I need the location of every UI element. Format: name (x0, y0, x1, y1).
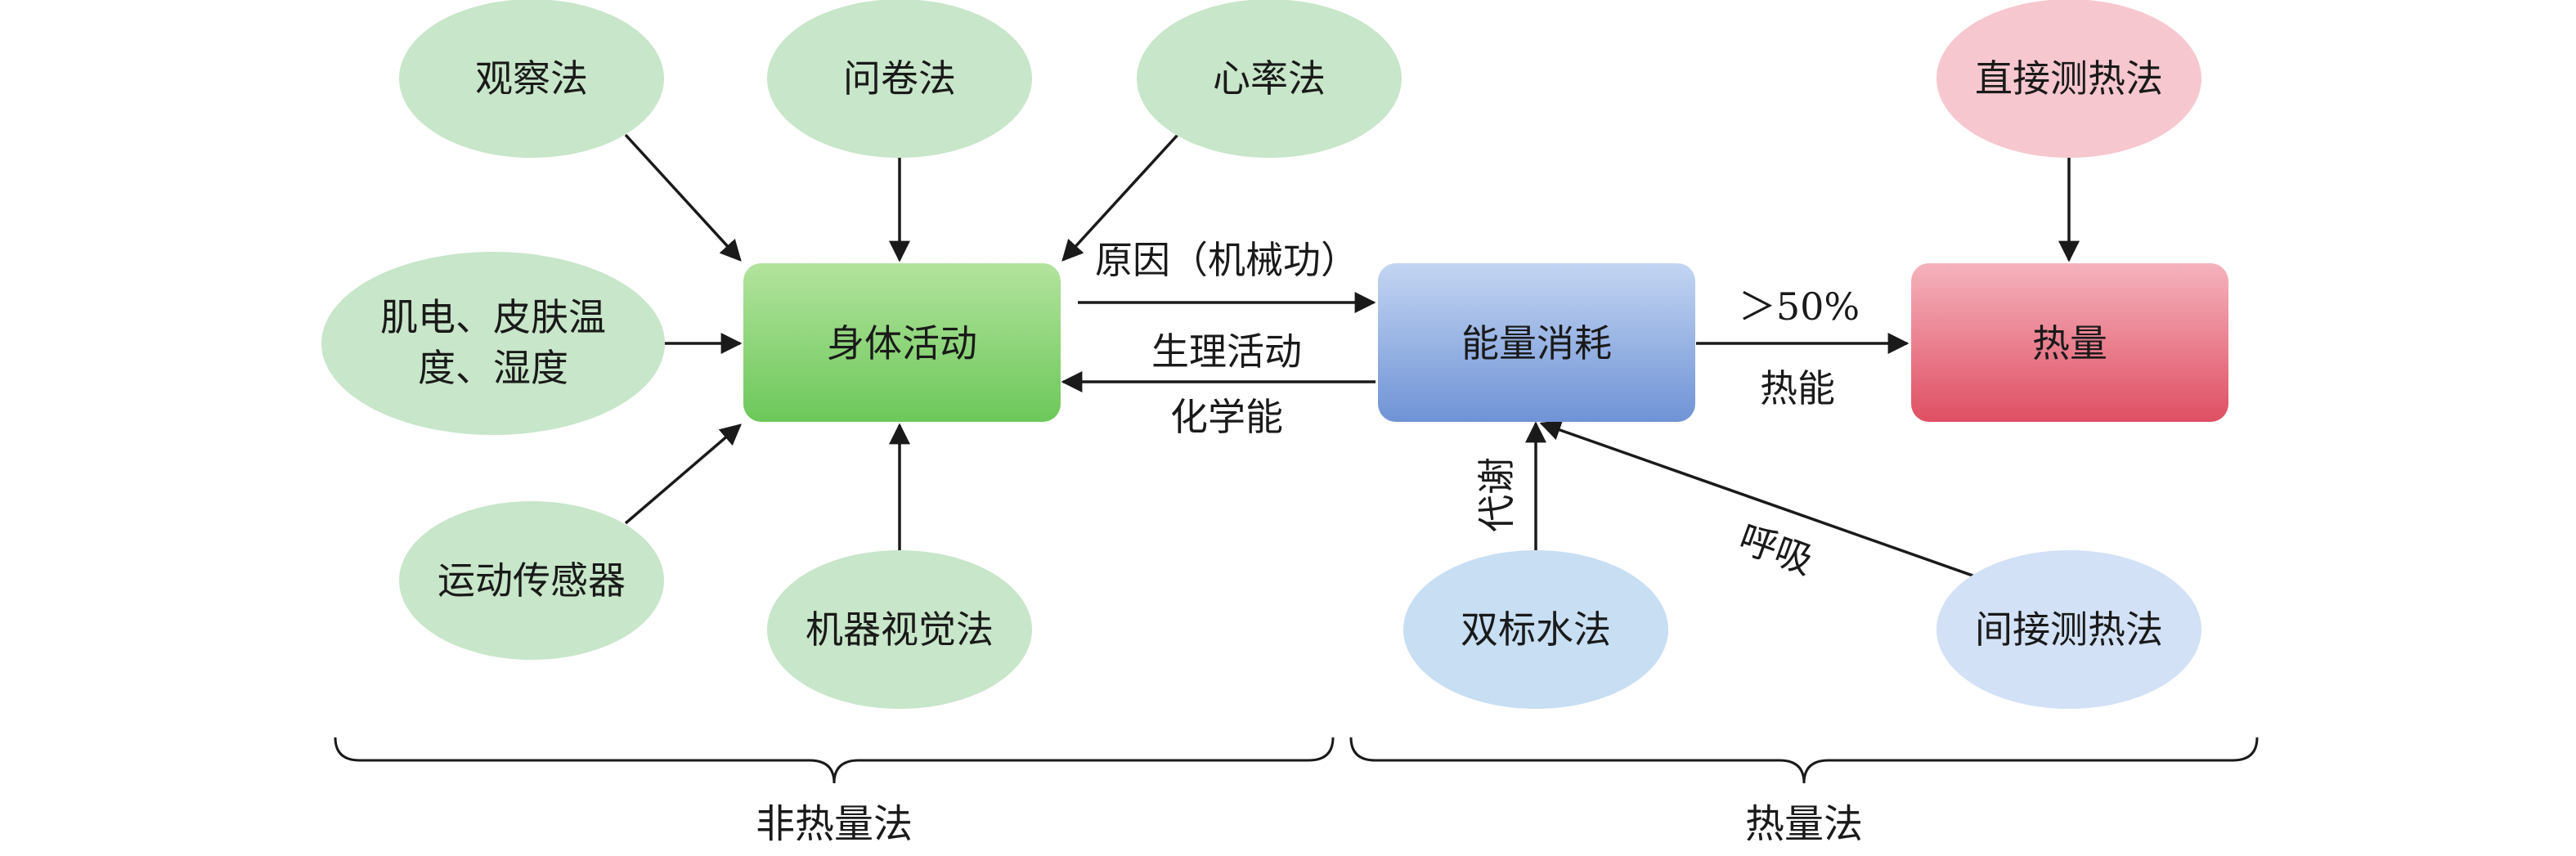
group-label-non-calorimetric: 非热量法 (756, 801, 913, 847)
node-heat-label: 热量 (2032, 321, 2107, 365)
method-questionnaire: 问卷法 (767, 0, 1032, 158)
edge-label-metabolism: 代谢 (1474, 457, 1519, 532)
method-emg-skin-line2: 度、湿度 (418, 346, 568, 390)
edge-label-chemical-energy: 化学能 (1170, 395, 1283, 439)
brace-calorimetric (1349, 737, 2259, 784)
method-machine-vision: 机器视觉法 (767, 550, 1032, 709)
arrow-indirect-to-energy (1539, 419, 1978, 579)
method-emg-skin-line1: 肌电、皮肤温 (380, 295, 606, 339)
method-emg-skin: 肌电、皮肤温 度、湿度 (321, 252, 665, 435)
edge-label-physiological-activity: 生理活动 (1151, 329, 1302, 374)
method-motion-sensor: 运动传感器 (399, 501, 664, 660)
non-calorimetric-methods: 观察法 问卷法 心率法 肌电、皮肤温 度、湿度 运动传感器 机器视觉法 (321, 0, 1402, 709)
method-doubly-labeled-water: 双标水法 (1403, 550, 1668, 709)
method-observation-label: 观察法 (475, 56, 588, 101)
arrow-observation-to-activity (624, 133, 742, 262)
edge-label-cause-mechanical-work: 原因（机械功） (1095, 238, 1358, 282)
group-braces (334, 737, 2259, 784)
edge-label-over-50-percent: ＞50% (1739, 285, 1860, 329)
arrow-sensor-to-activity (624, 424, 742, 525)
method-direct-calorimetry-label: 直接测热法 (1975, 56, 2163, 101)
node-energy-expenditure-label: 能量消耗 (1461, 321, 1612, 365)
method-observation: 观察法 (399, 0, 664, 158)
node-physical-activity: 身体活动 (743, 263, 1061, 422)
method-questionnaire-label: 问卷法 (843, 56, 956, 101)
edges (624, 133, 2080, 579)
method-machine-vision-label: 机器视觉法 (806, 607, 994, 652)
node-heat: 热量 (1911, 263, 2228, 422)
method-heart-rate-label: 心率法 (1213, 56, 1326, 101)
arrow-heartrate-to-activity (1061, 133, 1179, 262)
edge-label-respiration: 呼吸 (1734, 516, 1820, 583)
brace-non-calorimetric (334, 737, 1335, 784)
method-doubly-labeled-water-label: 双标水法 (1461, 607, 1611, 652)
method-motion-sensor-label: 运动传感器 (438, 558, 626, 603)
edge-labels: 原因（机械功） 生理活动 化学能 ＞50% 热能 代谢 呼吸 (1095, 238, 1860, 583)
method-indirect-calorimetry-label: 间接测热法 (1975, 607, 2163, 652)
main-nodes: 身体活动 能量消耗 热量 (743, 263, 2228, 422)
edge-label-thermal-energy: 热能 (1760, 366, 1835, 410)
node-physical-activity-label: 身体活动 (827, 321, 977, 365)
calorimetric-methods: 直接测热法 双标水法 间接测热法 (1403, 0, 2201, 709)
method-indirect-calorimetry: 间接测热法 (1936, 550, 2201, 709)
node-energy-expenditure: 能量消耗 (1378, 263, 1695, 422)
group-labels: 非热量法 热量法 (756, 801, 1863, 847)
method-direct-calorimetry: 直接测热法 (1936, 0, 2201, 158)
method-heart-rate: 心率法 (1137, 0, 1402, 158)
group-label-calorimetric: 热量法 (1745, 801, 1863, 847)
